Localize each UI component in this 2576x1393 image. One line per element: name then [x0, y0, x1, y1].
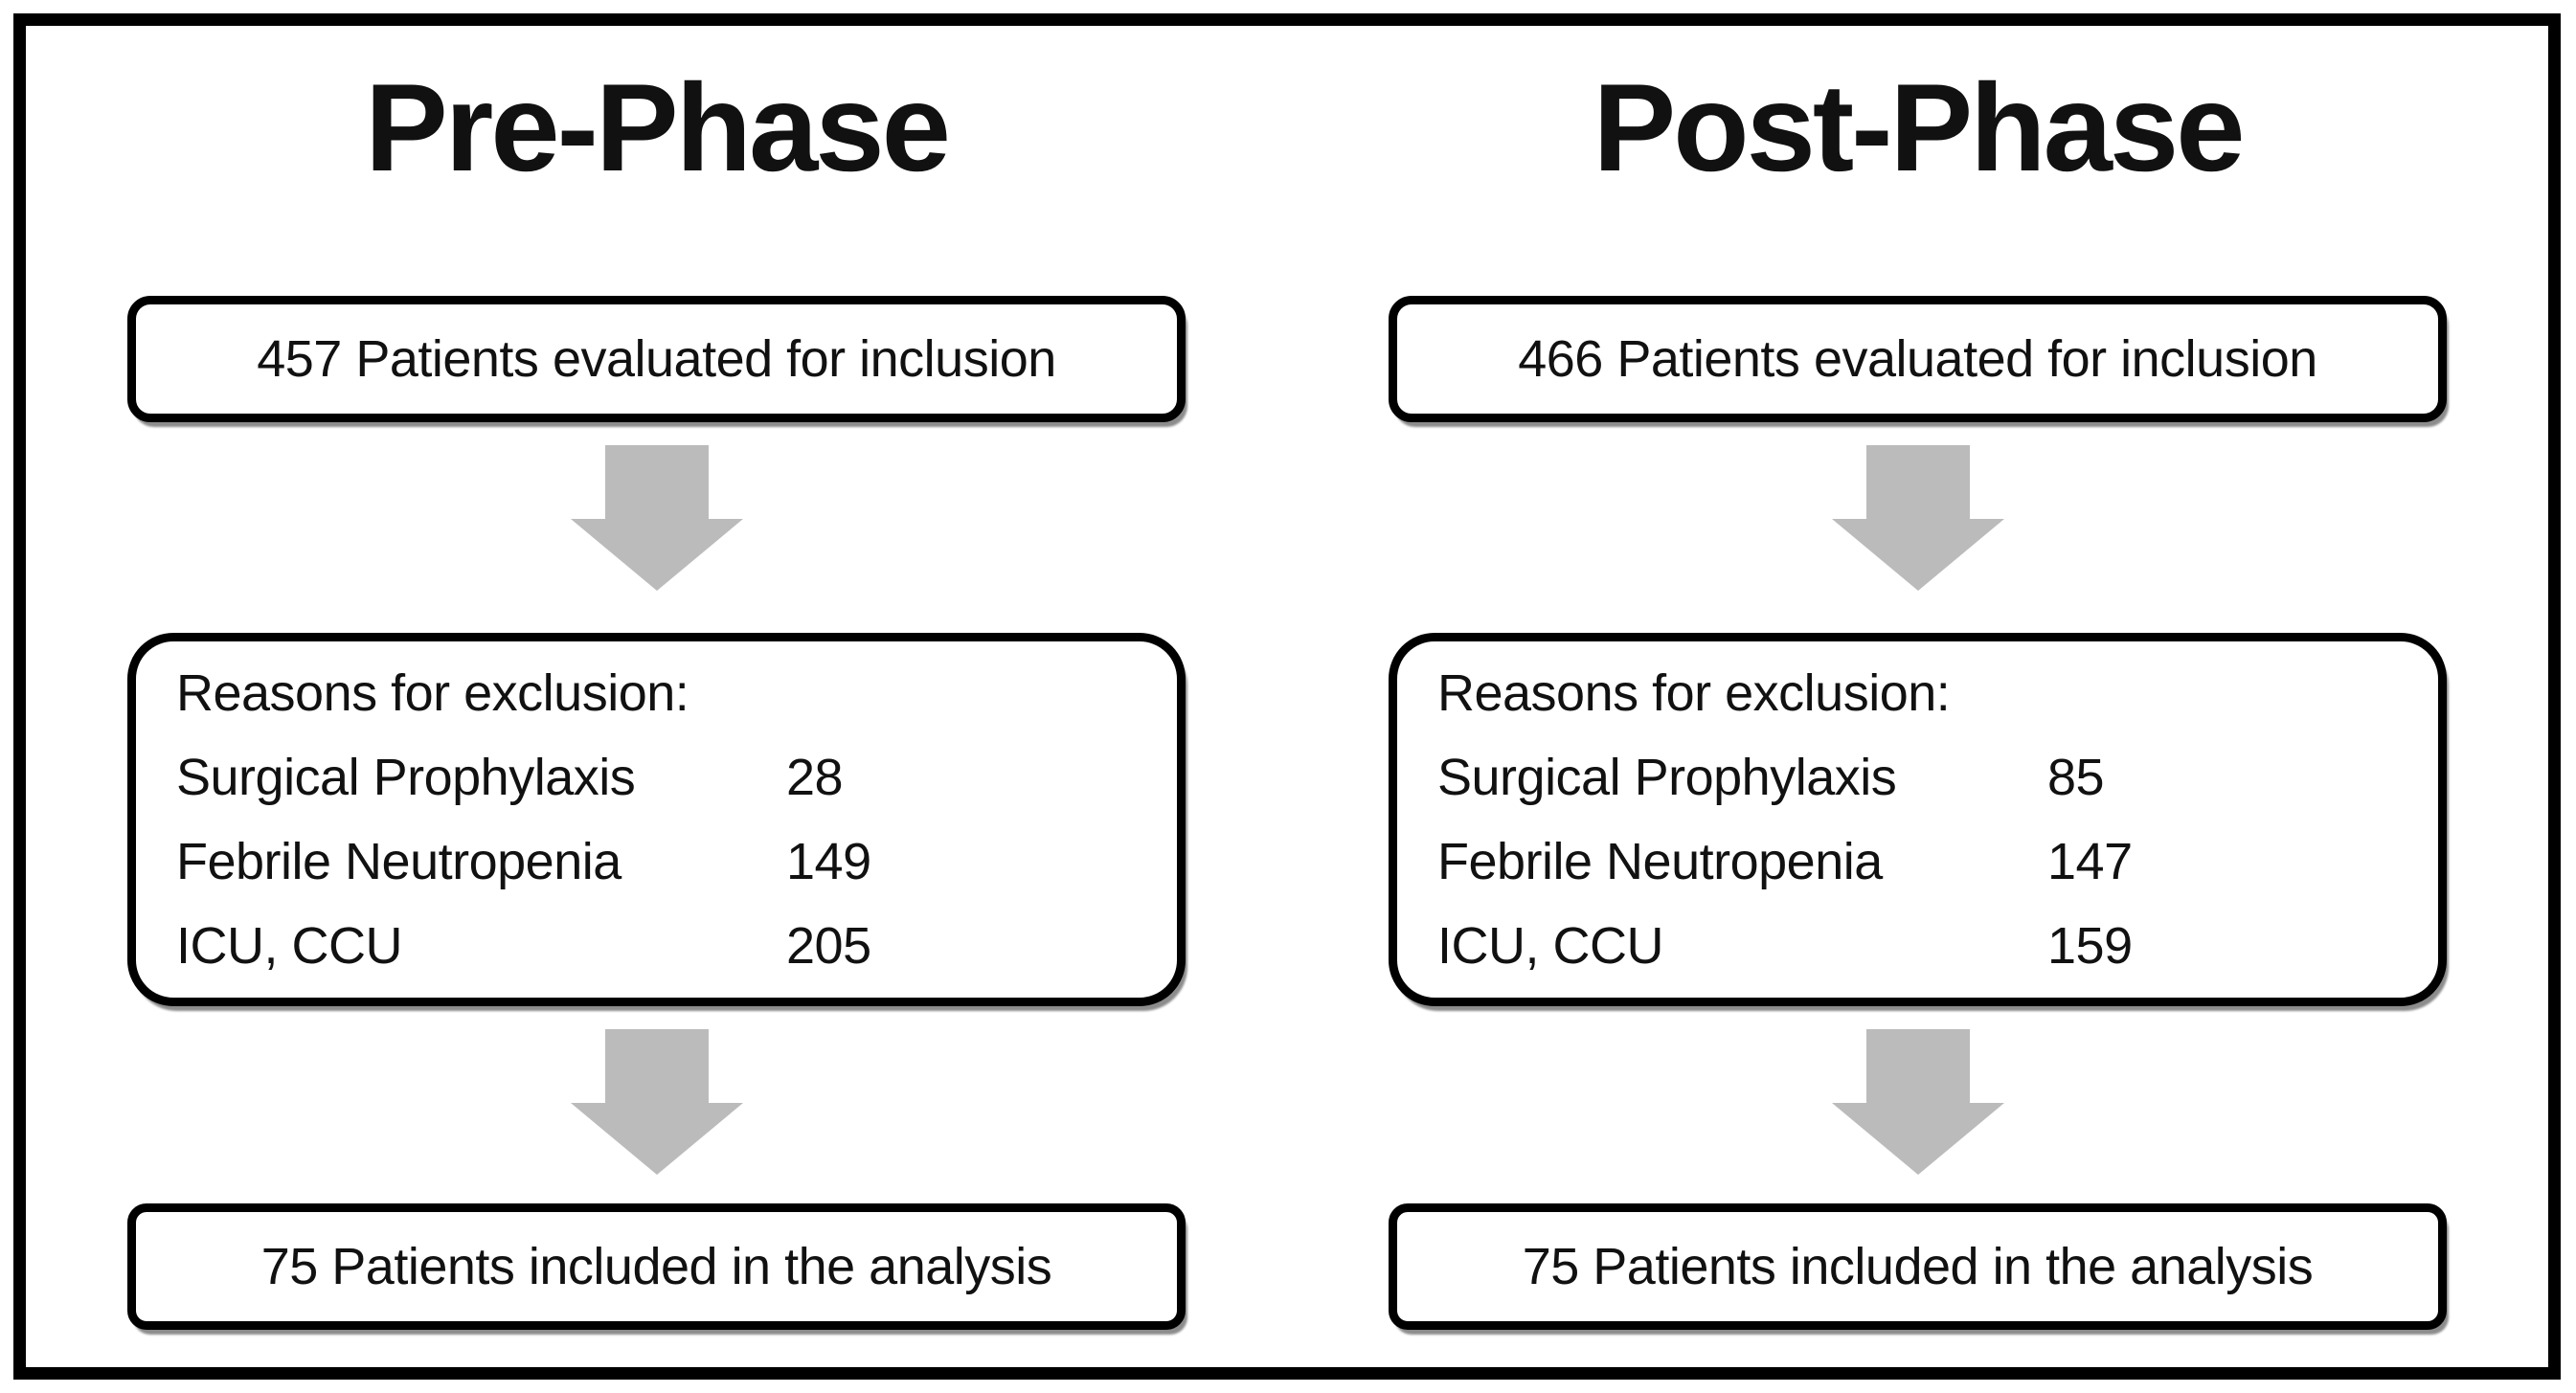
patients-included-box: 75 Patients included in the analysis — [127, 1203, 1186, 1330]
exclusion-row: Febrile Neutropenia 147 — [1437, 820, 2398, 904]
exclusion-heading: Reasons for exclusion: — [1437, 664, 1951, 722]
arrow-head — [1831, 519, 2004, 591]
exclusion-row-label: Febrile Neutropenia — [176, 833, 621, 890]
exclusion-row-label: Surgical Prophylaxis — [1437, 749, 1897, 806]
exclusion-row-value: 149 — [786, 833, 871, 890]
exclusion-row: ICU, CCU 159 — [1437, 904, 2398, 988]
exclusion-heading: Reasons for exclusion: — [176, 664, 689, 722]
column-title-post-phase: Post-Phase — [1593, 56, 2245, 197]
patients-evaluated-text: 457 Patients evaluated for inclusion — [257, 330, 1056, 388]
patients-evaluated-text: 466 Patients evaluated for inclusion — [1518, 330, 2317, 388]
post-phase-column: Post-Phase 466 Patients evaluated for in… — [1287, 26, 2548, 1367]
arrow-head — [1831, 1103, 2004, 1175]
exclusion-row-value: 28 — [786, 749, 844, 806]
down-arrow-icon — [1831, 1029, 2004, 1175]
exclusion-row: Surgical Prophylaxis 28 — [176, 735, 1137, 820]
arrow-shaft — [604, 445, 709, 519]
arrow-head — [570, 1103, 743, 1175]
down-arrow-icon — [570, 1029, 743, 1175]
column-title-pre-phase: Pre-Phase — [365, 56, 951, 197]
exclusion-row-label: ICU, CCU — [1437, 917, 1664, 975]
exclusion-row: Surgical Prophylaxis 85 — [1437, 735, 2398, 820]
down-arrow-icon — [1831, 445, 2004, 591]
flowchart-frame: Pre-Phase 457 Patients evaluated for inc… — [13, 13, 2561, 1380]
exclusion-row-value: 147 — [2047, 833, 2133, 890]
exclusion-row-value: 85 — [2047, 749, 2105, 806]
patients-evaluated-box: 466 Patients evaluated for inclusion — [1389, 296, 2447, 422]
exclusion-row-value: 205 — [786, 917, 871, 975]
patients-included-box: 75 Patients included in the analysis — [1389, 1203, 2447, 1330]
down-arrow-icon — [570, 445, 743, 591]
exclusion-row-label: Surgical Prophylaxis — [176, 749, 636, 806]
patients-included-text: 75 Patients included in the analysis — [1522, 1238, 2314, 1295]
pre-phase-column: Pre-Phase 457 Patients evaluated for inc… — [26, 26, 1287, 1367]
patients-included-text: 75 Patients included in the analysis — [260, 1238, 1052, 1295]
arrow-shaft — [604, 1029, 709, 1103]
exclusion-reasons-box: Reasons for exclusion: Surgical Prophyla… — [1389, 633, 2447, 1006]
exclusion-row-label: ICU, CCU — [176, 917, 403, 975]
arrow-head — [570, 519, 743, 591]
arrow-shaft — [1865, 1029, 1970, 1103]
arrow-shaft — [1865, 445, 1970, 519]
patients-evaluated-box: 457 Patients evaluated for inclusion — [127, 296, 1186, 422]
exclusion-reasons-box: Reasons for exclusion: Surgical Prophyla… — [127, 633, 1186, 1006]
exclusion-row-label: Febrile Neutropenia — [1437, 833, 1883, 890]
exclusion-row: ICU, CCU 205 — [176, 904, 1137, 988]
exclusion-row: Febrile Neutropenia 149 — [176, 820, 1137, 904]
exclusion-row-value: 159 — [2047, 917, 2133, 975]
